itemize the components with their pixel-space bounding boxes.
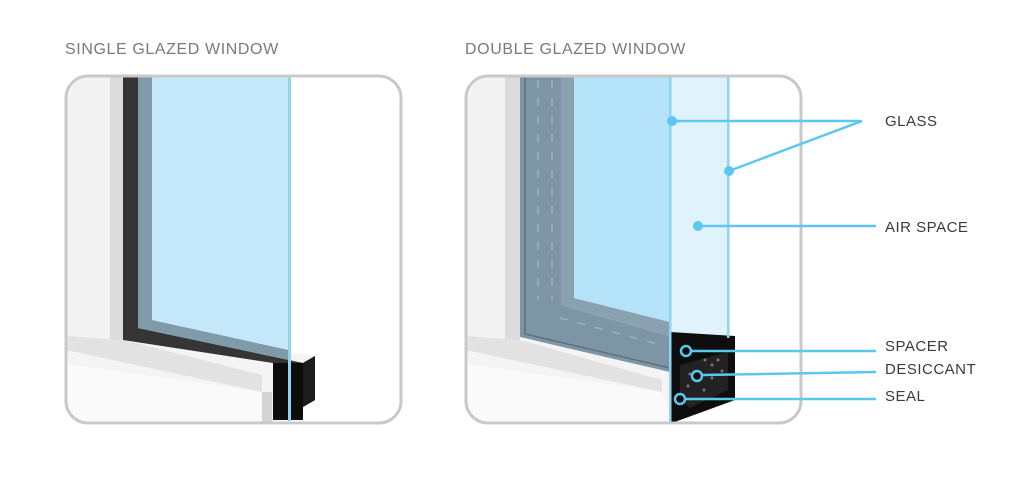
- single-glazed-illustration: [66, 76, 401, 423]
- air-space-label: AIR SPACE: [885, 219, 969, 236]
- spacer-label: SPACER: [885, 338, 949, 355]
- air-space-dot: [693, 221, 703, 231]
- double-panel-border: [464, 74, 803, 425]
- seal-dot: [673, 392, 687, 406]
- single-glazed-title: SINGLE GLAZED WINDOW: [65, 41, 279, 58]
- inner-glass: [574, 76, 670, 322]
- glazing-bead: [561, 76, 670, 336]
- wall: [466, 76, 506, 346]
- desiccant-callout-line: [701, 370, 877, 377]
- glass-edge-1: [669, 76, 672, 423]
- jamb: [110, 76, 124, 346]
- wall: [66, 76, 112, 346]
- desiccant-label: DESICCANT: [885, 361, 977, 378]
- glass-callout-line-2: [728, 119, 863, 173]
- seal-label: SEAL: [885, 388, 926, 405]
- air-space: [670, 76, 728, 338]
- glass-edge-2: [727, 76, 730, 338]
- glass-pane: [152, 76, 290, 350]
- double-glazed-illustration: [466, 76, 801, 423]
- glass-dot-2: [724, 166, 734, 176]
- frame: [520, 76, 670, 372]
- spacer-dot: [679, 344, 693, 358]
- jamb: [505, 76, 520, 346]
- desiccant-dot: [690, 369, 704, 383]
- glass-dot-1: [667, 116, 677, 126]
- double-glazed-title: DOUBLE GLAZED WINDOW: [465, 41, 686, 58]
- frame: [123, 76, 303, 363]
- glass-label: GLASS: [885, 113, 938, 130]
- glass-edge: [288, 76, 291, 421]
- single-panel-border: [64, 74, 403, 425]
- desiccant-beads: [686, 358, 724, 392]
